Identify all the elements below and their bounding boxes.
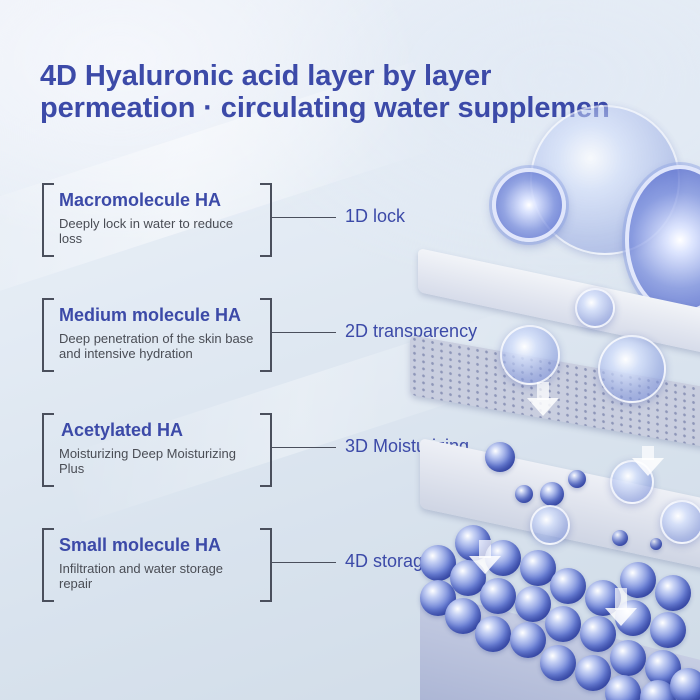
medium-bubble <box>660 500 700 544</box>
right-bracket <box>260 413 272 487</box>
storage-sphere <box>515 586 551 622</box>
layer-name: Small molecule HA <box>59 535 222 555</box>
left-bracket <box>42 413 54 487</box>
medium-bubble <box>500 325 560 385</box>
down-arrow-stem <box>537 382 549 400</box>
layer-description: Deeply lock in water to reduce loss <box>59 216 234 246</box>
connector-line <box>272 447 336 448</box>
storage-sphere <box>545 606 581 642</box>
small-molecule-sphere <box>568 470 586 488</box>
small-molecule-sphere <box>612 530 628 546</box>
storage-sphere <box>475 616 511 652</box>
title-line-2: permeation · circulating water supplemen <box>40 92 610 124</box>
layer-name: Macromolecule HA <box>59 190 222 210</box>
storage-sphere <box>550 568 586 604</box>
title-line-1: 4D Hyaluronic acid layer by layer <box>40 60 492 92</box>
connector-line <box>272 217 336 218</box>
down-arrow-stem <box>642 446 654 460</box>
connector-line <box>272 332 336 333</box>
layer-description: Moisturizing Deep Moisturizing Plus <box>59 446 237 476</box>
stage-label: 4D storage <box>345 551 434 571</box>
right-bracket <box>260 183 272 257</box>
storage-sphere <box>650 612 686 648</box>
layer-row-1: Macromolecule HA Deeply lock in water to… <box>42 183 562 257</box>
storage-sphere <box>655 575 691 611</box>
storage-sphere <box>640 680 676 700</box>
left-bracket <box>42 183 54 257</box>
storage-sphere <box>610 640 646 676</box>
storage-sphere <box>575 655 611 691</box>
down-arrow-icon <box>605 608 637 626</box>
layer-description: Deep penetration of the skin base and in… <box>59 331 254 361</box>
medium-bubble <box>598 335 666 403</box>
storage-sphere <box>540 645 576 681</box>
left-bracket <box>42 298 54 372</box>
small-molecule-sphere <box>540 482 564 506</box>
down-arrow-stem <box>615 588 627 610</box>
small-bubble <box>575 288 615 328</box>
stage-label: 2D transparency <box>345 321 478 341</box>
layer-row-2: Medium molecule HA Deep penetration of t… <box>42 298 562 372</box>
down-arrow-icon <box>527 398 559 416</box>
medium-bubble <box>530 505 570 545</box>
right-bracket <box>260 528 272 602</box>
right-bracket <box>260 298 272 372</box>
hyaluronic-layers-illustration <box>380 105 700 700</box>
sparkle-molecule-icon <box>492 168 566 242</box>
storage-sphere <box>605 675 641 700</box>
connector-line <box>272 562 336 563</box>
down-arrow-icon <box>469 556 501 574</box>
layer-row-4: Small molecule HA Infiltration and water… <box>42 528 562 602</box>
storage-sphere <box>510 622 546 658</box>
small-molecule-sphere <box>650 538 662 550</box>
layer-name: Acetylated HA <box>61 420 184 440</box>
left-bracket <box>42 528 54 602</box>
small-molecule-sphere <box>485 442 515 472</box>
layer-description: Infiltration and water storage repair <box>59 561 224 591</box>
storage-sphere <box>670 668 700 700</box>
down-arrow-stem <box>479 540 491 558</box>
layer-name: Medium molecule HA <box>59 305 242 325</box>
down-arrow-icon <box>632 458 664 476</box>
page-title: 4D Hyaluronic acid layer by layer permea… <box>40 60 700 124</box>
storage-sphere <box>480 578 516 614</box>
small-molecule-sphere <box>515 485 533 503</box>
stage-label: 1D lock <box>345 206 406 226</box>
